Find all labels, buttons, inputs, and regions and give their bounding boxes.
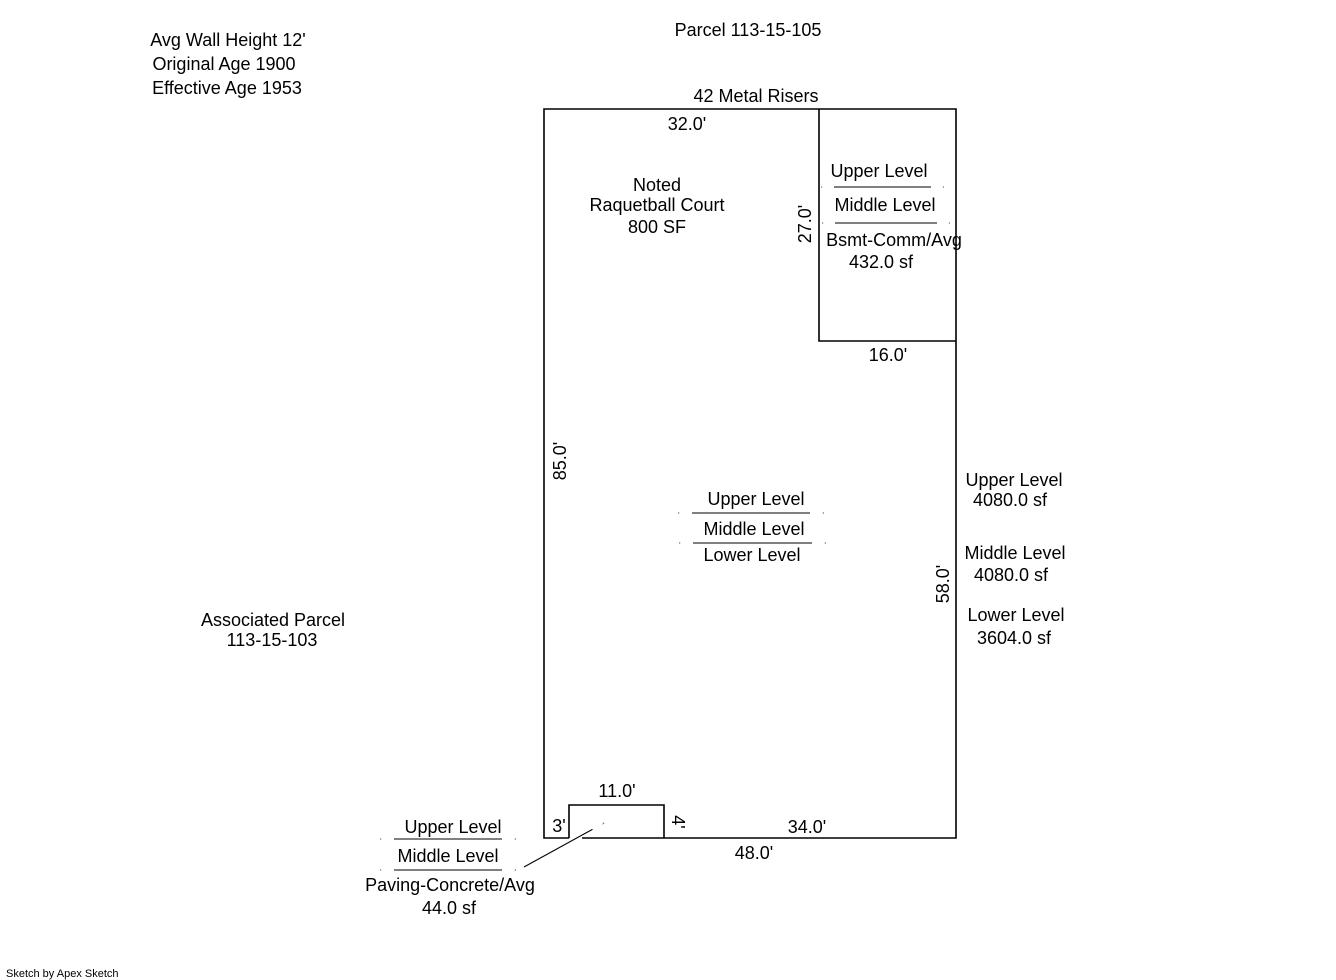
paving-leader-arrow <box>523 822 605 868</box>
paving-arrow-1 <box>380 835 516 843</box>
associated-parcel-number: 113-15-103 <box>227 630 318 650</box>
center-upper-level: Upper Level <box>707 489 804 509</box>
basement-middle-level: Middle Level <box>834 195 935 215</box>
dim-top: 32.0' <box>668 114 706 134</box>
center-arrow-1 <box>678 509 824 517</box>
dim-notch-right: 4' <box>668 815 688 828</box>
center-middle-level: Middle Level <box>703 519 804 539</box>
avg-wall-height: Avg Wall Height 12' <box>150 30 306 50</box>
summary-upper-value: 4080.0 sf <box>973 490 1048 510</box>
main-building-outline <box>543 108 957 839</box>
basement-arrow-1 <box>821 183 944 191</box>
basement-area-outline <box>818 109 956 342</box>
noted-raquetball: Raquetball Court <box>589 195 724 215</box>
center-lower-level: Lower Level <box>703 545 800 565</box>
summary-lower-label: Lower Level <box>967 605 1064 625</box>
paving-middle-level: Middle Level <box>397 846 498 866</box>
building-wall <box>543 108 957 839</box>
effective-age: Effective Age 1953 <box>152 78 302 98</box>
basement-arrow-2 <box>822 219 950 227</box>
summary-upper-label: Upper Level <box>965 470 1062 490</box>
paving-upper-level: Upper Level <box>404 817 501 837</box>
dim-bottom-right: 34.0' <box>788 817 826 837</box>
metal-risers-note: 42 Metal Risers <box>693 86 818 106</box>
associated-parcel-label: Associated Parcel <box>201 610 345 630</box>
dim-left: 85.0' <box>550 442 570 480</box>
noted-label: Noted <box>633 175 681 195</box>
basement-label: Bsmt-Comm/Avg <box>826 230 962 250</box>
noted-area: 800 SF <box>628 217 686 237</box>
original-age: Original Age 1900 <box>152 54 295 74</box>
sketch-credit: Sketch by Apex Sketch <box>6 968 119 980</box>
parcel-title: Parcel 113-15-105 <box>675 20 822 40</box>
dim-right: 58.0' <box>933 565 953 603</box>
basement-upper-level: Upper Level <box>830 161 927 181</box>
basement-dim-bottom: 16.0' <box>869 345 907 365</box>
dim-bottom: 48.0' <box>735 843 773 863</box>
basement-dim-left: 27.0' <box>795 205 815 243</box>
dim-notch-top: 11.0' <box>598 781 635 801</box>
dim-notch-left: 3' <box>552 816 565 836</box>
summary-lower-value: 3604.0 sf <box>977 628 1052 648</box>
summary-middle-label: Middle Level <box>964 543 1065 563</box>
basement-area: 432.0 sf <box>849 252 914 272</box>
summary-middle-value: 4080.0 sf <box>974 565 1049 585</box>
paving-arrow-2 <box>380 866 516 874</box>
paving-area: 44.0 sf <box>422 898 477 918</box>
center-arrow-2 <box>679 539 826 547</box>
paving-label: Paving-Concrete/Avg <box>365 875 535 895</box>
paving-notch-wall <box>568 804 665 838</box>
